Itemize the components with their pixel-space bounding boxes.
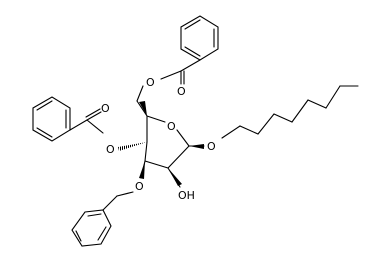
c4-hashed-bond [118, 142, 147, 151]
c3-wedge-bond [139, 161, 145, 179]
c4-carbonyl-oxygen-label: O [101, 102, 110, 115]
c6-ester-bonds [136, 59, 201, 117]
c3-ether-oxygen-label: O [135, 180, 144, 193]
c2-hydroxyl-label: OH [178, 189, 195, 202]
octyl-chain [188, 85, 359, 147]
c6-ester-oxygen-label: O [146, 76, 155, 89]
c1-wedge-bond [189, 144, 204, 149]
pyranose-ring [144, 115, 190, 169]
ring-oxygen-label: O [167, 120, 176, 133]
benzyl-ring [71, 209, 112, 247]
benzoyl-ring-c6 [180, 15, 219, 61]
c4-ester-oxygen-label: O [106, 143, 115, 156]
anomeric-oxygen-label: O [207, 140, 216, 153]
c6-carbonyl-oxygen-label: O [177, 85, 186, 98]
benzoyl-ring-c4 [32, 96, 71, 142]
c5-wedge-bond [139, 101, 147, 116]
c2-wedge-bond [168, 168, 182, 186]
c4-ester-bonds [69, 108, 104, 134]
